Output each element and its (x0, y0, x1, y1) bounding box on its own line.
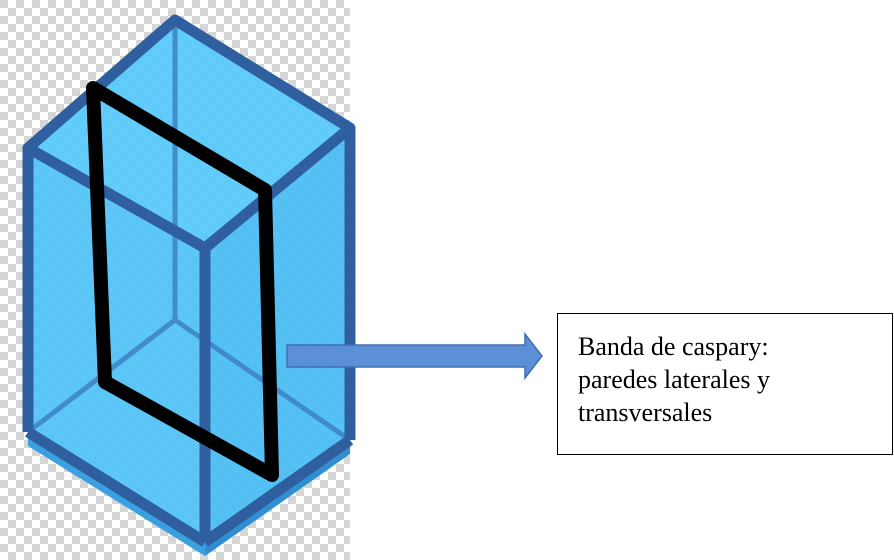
label-line-2: paredes laterales y (578, 365, 771, 394)
label-line-3: transversales (578, 398, 713, 427)
cell-face-right (205, 128, 350, 542)
casparian-band (86, 81, 279, 482)
pointer-arrow (286, 331, 543, 381)
label-line-1: Banda de caspary: (578, 332, 769, 361)
caspary-band-label: Banda de caspary: paredes laterales y tr… (557, 313, 893, 455)
cell-face-left (28, 148, 205, 542)
cell-front-edges (22, 14, 356, 547)
cell-prism (22, 14, 356, 556)
